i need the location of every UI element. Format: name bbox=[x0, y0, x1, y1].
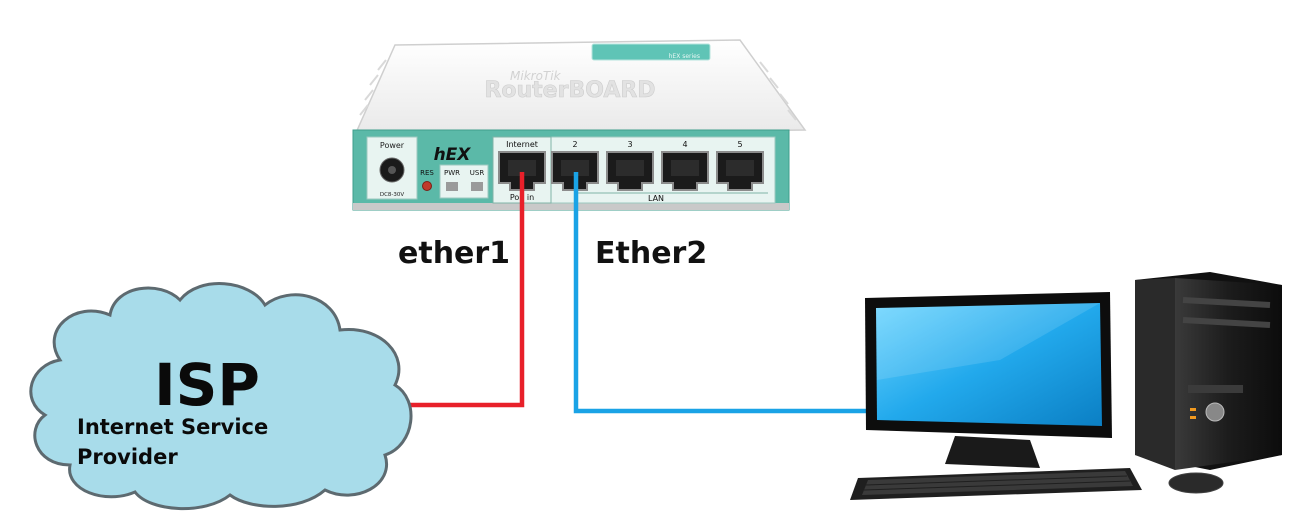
port-label-internet: Internet bbox=[506, 140, 538, 149]
reset-label: RES bbox=[420, 169, 434, 177]
router-board-name: RouterBOARD bbox=[484, 78, 655, 103]
power-jack-pin bbox=[388, 166, 396, 174]
port-label-5: 5 bbox=[737, 140, 742, 149]
usr-led-label: USR bbox=[470, 169, 485, 177]
pc-tower bbox=[1135, 272, 1282, 470]
port-label-3: 3 bbox=[627, 140, 632, 149]
desktop-computer bbox=[850, 272, 1282, 500]
ether2-label: Ether2 bbox=[595, 236, 707, 271]
pwr-led bbox=[446, 182, 458, 191]
power-label: Power bbox=[380, 141, 405, 150]
router: hEX series MikroTik RouterBOARD Power DC… bbox=[353, 40, 805, 210]
tower-power-button bbox=[1206, 403, 1224, 421]
reset-button bbox=[423, 182, 432, 191]
monitor-stand bbox=[945, 436, 1040, 468]
isp-cloud: ISP Internet Service Provider bbox=[31, 284, 411, 509]
isp-title: ISP bbox=[154, 351, 260, 419]
router-base bbox=[353, 203, 789, 210]
pwr-led-label: PWR bbox=[444, 169, 460, 177]
isp-subtitle-line2: Provider bbox=[77, 445, 178, 469]
ether1-label: ether1 bbox=[398, 236, 510, 271]
port-label-2: 2 bbox=[572, 140, 577, 149]
usr-led bbox=[471, 182, 483, 191]
router-series-label: hEX series bbox=[669, 53, 700, 60]
keyboard bbox=[850, 468, 1142, 500]
port-label-4: 4 bbox=[682, 140, 687, 149]
pc-monitor bbox=[865, 292, 1112, 468]
mouse bbox=[1169, 473, 1223, 493]
hex-model: hEX bbox=[434, 145, 472, 165]
voltage-label: DC8-30V bbox=[380, 192, 405, 198]
lan-label: LAN bbox=[648, 194, 664, 203]
isp-subtitle-line1: Internet Service bbox=[77, 415, 268, 439]
